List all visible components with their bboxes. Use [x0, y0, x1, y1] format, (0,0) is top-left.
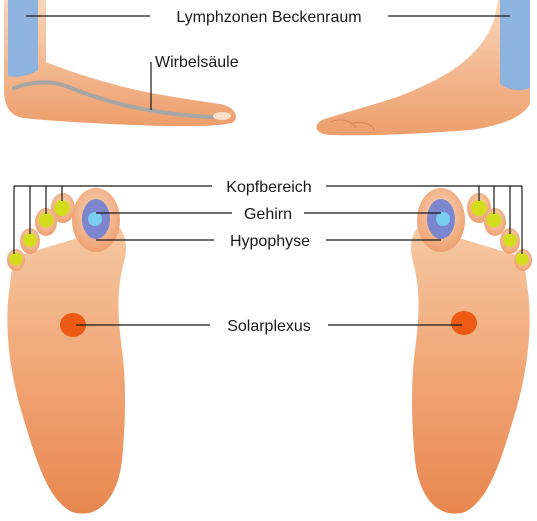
- right-head-zone-toe-5: [516, 253, 529, 266]
- right-solar-plexus: [451, 311, 477, 335]
- left-sole: [7, 188, 126, 514]
- big-toe-nail: [213, 112, 231, 120]
- left-lymph-zone: [8, 0, 38, 77]
- label-kopfbereich: Kopfbereich: [226, 179, 311, 196]
- right-sole: [411, 188, 532, 514]
- label-wirbelsaeule: Wirbelsäule: [155, 54, 239, 71]
- left-head-zone-toe-4: [23, 233, 37, 247]
- right-head-zone-toe-3: [487, 213, 502, 228]
- left-head-zone-toe-3: [39, 213, 54, 228]
- right-head-zone-toe-2: [471, 200, 487, 216]
- left-head-zone-toe-5: [10, 253, 23, 266]
- right-pituitary-zone: [436, 212, 450, 226]
- left-pituitary-zone: [88, 212, 102, 226]
- label-hypophyse: Hypophyse: [230, 233, 310, 250]
- right-lymph-zone: [500, 0, 530, 90]
- left-head-zone-toe-2: [54, 200, 70, 216]
- labels: Lymphzonen Beckenraum Wirbelsäule Kopfbe…: [155, 9, 362, 335]
- label-solarplexus: Solarplexus: [227, 318, 311, 335]
- label-gehirn: Gehirn: [244, 206, 292, 223]
- right-head-zone-toe-4: [503, 233, 517, 247]
- left-sole-shape: [7, 226, 126, 514]
- right-sole-shape: [411, 226, 530, 514]
- label-lymphzonen: Lymphzonen Beckenraum: [176, 9, 361, 26]
